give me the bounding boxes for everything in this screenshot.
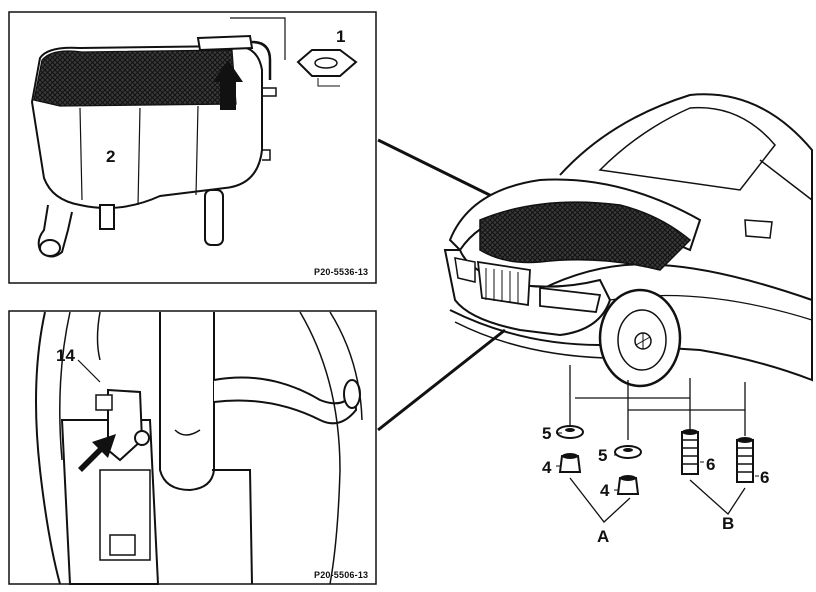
group-b-label: B	[722, 514, 735, 533]
bottom-inset	[8, 310, 377, 585]
part-6-right-label: 6	[760, 468, 770, 487]
part-4-top-label: 4	[542, 458, 552, 477]
callout-1-label: 1	[336, 27, 346, 46]
part-6-left-label: 6	[706, 455, 716, 474]
top-inset	[8, 11, 377, 284]
up-arrow-icon	[213, 60, 243, 110]
figure-code-top: P20-5536-13	[314, 267, 369, 277]
grille	[476, 260, 531, 307]
reservoir-contents	[33, 49, 237, 107]
part-4-bottom-label: 4	[600, 481, 610, 500]
washer-a-top	[556, 425, 584, 439]
callout-2-label: 2	[106, 147, 116, 166]
car-illustration	[443, 93, 813, 388]
arrow-to-clip-icon	[78, 434, 116, 472]
cap-part	[296, 49, 358, 77]
part-5-top-label: 5	[542, 424, 552, 443]
leader-bottom	[377, 328, 506, 432]
bushing-a-bottom	[616, 475, 640, 495]
front-wheel	[598, 288, 682, 388]
spring-b-left	[681, 429, 699, 475]
spring-b-right	[736, 437, 754, 483]
callout-14-label: 14	[56, 346, 75, 365]
figure-code-bottom: P20-5506-13	[314, 570, 369, 580]
engine-bay	[479, 201, 692, 271]
part-5-bottom-label: 5	[598, 446, 608, 465]
washer-a-bottom	[614, 445, 642, 459]
outlet-pipe-right	[204, 189, 224, 246]
bushing-a-top	[558, 453, 582, 473]
group-a-label: A	[597, 527, 610, 546]
clip-part	[95, 388, 150, 462]
